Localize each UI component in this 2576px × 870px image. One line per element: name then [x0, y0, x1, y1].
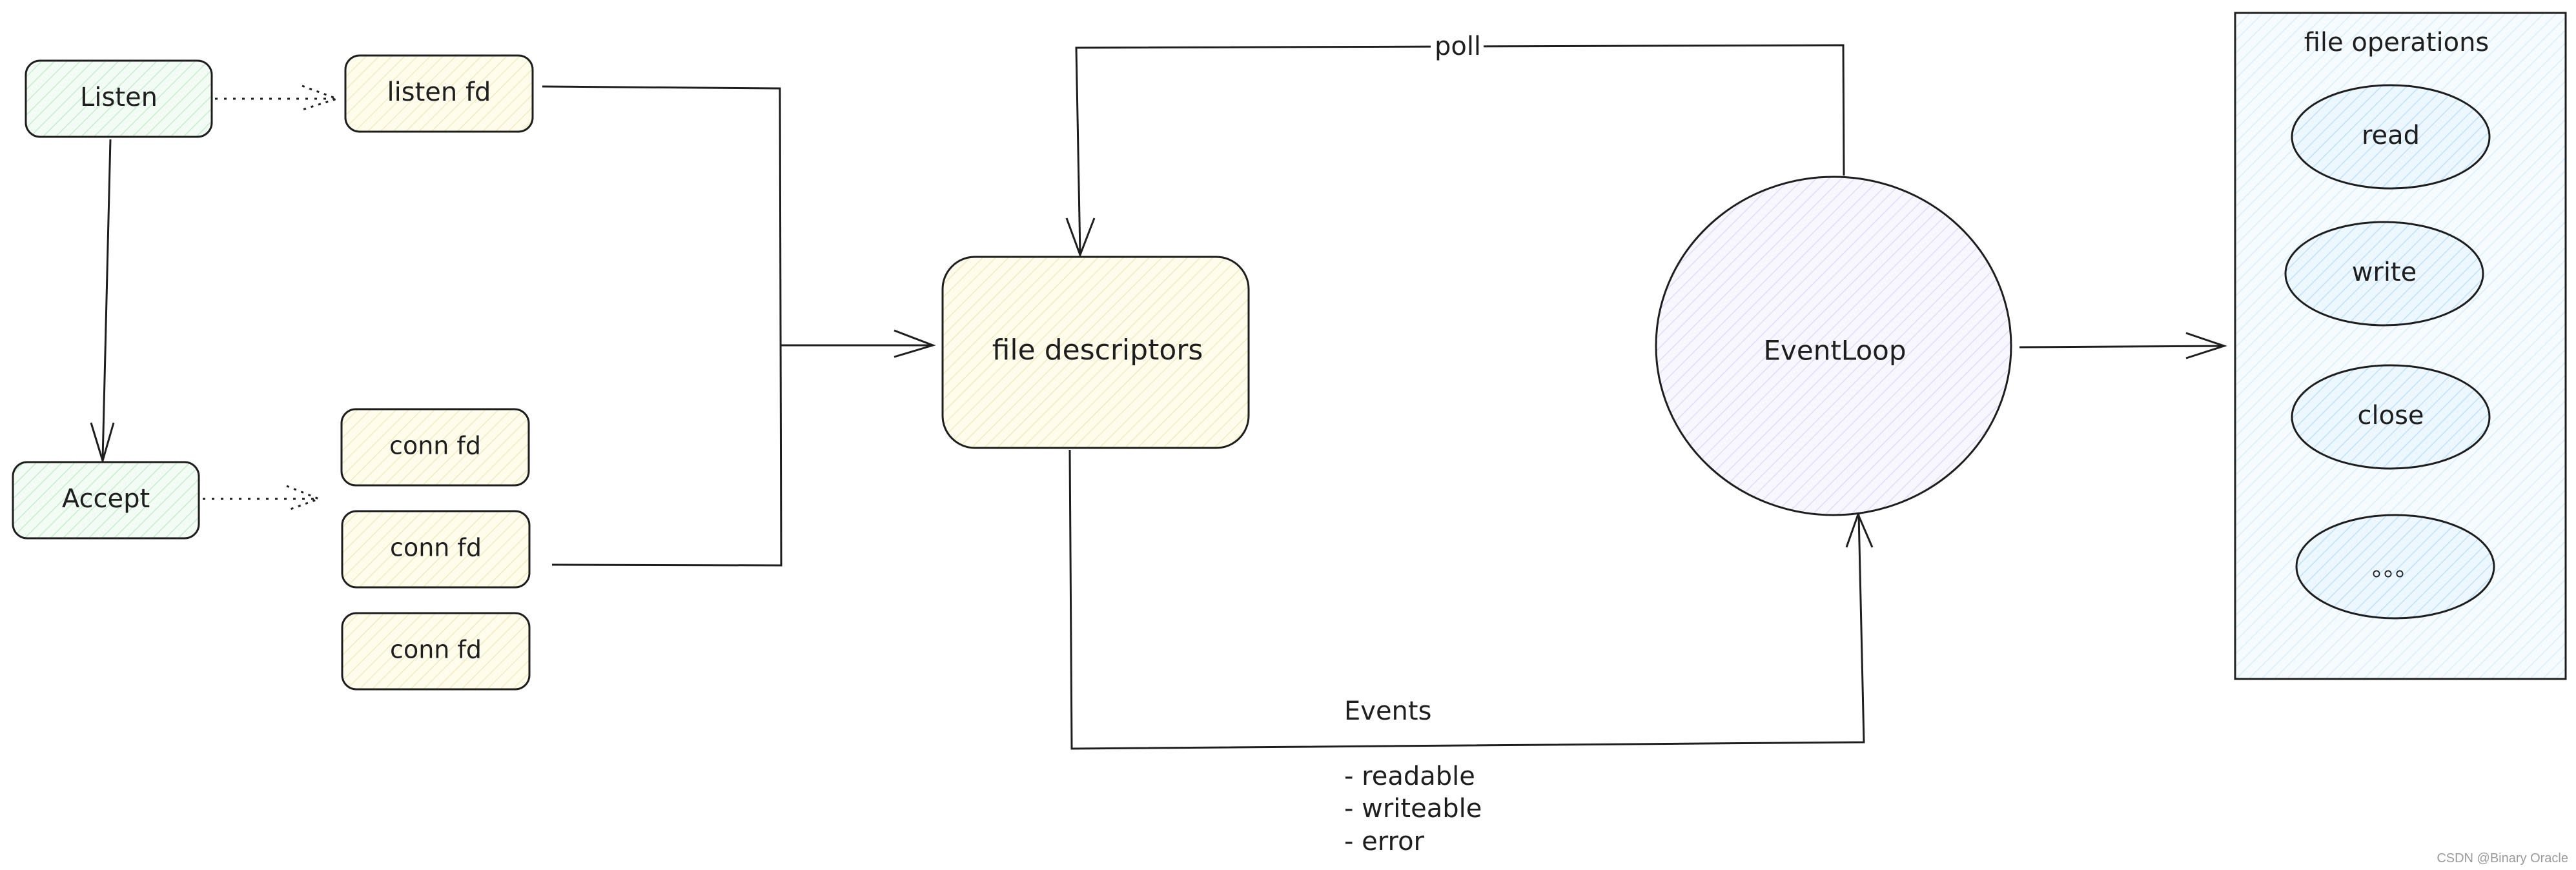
- close-op-label: close: [2357, 401, 2424, 430]
- eventloop-label: EventLoop: [1763, 335, 1906, 367]
- more-ops-ellipse: [2295, 514, 2495, 620]
- listen-label: Listen: [80, 83, 158, 112]
- conn-fd-label-1: conn fd: [389, 432, 481, 460]
- poll-label: poll: [1435, 32, 1481, 61]
- close-op-ellipse: [2291, 364, 2491, 470]
- file-operations-title: file operations: [2304, 28, 2489, 57]
- read-op-label: read: [2362, 121, 2420, 150]
- events-title: Events: [1344, 696, 1431, 726]
- listen-to-accept-arrow: [90, 139, 115, 465]
- event-readable-label: - readable: [1344, 762, 1475, 791]
- eventloop-node: EventLoop: [1655, 176, 2012, 516]
- conn-fd-node-1: conn fd: [340, 408, 530, 487]
- eventloop-to-operations-arrow: [2019, 332, 2227, 359]
- file-descriptors-label: file descriptors: [992, 334, 1203, 367]
- conn-fd-label-2: conn fd: [390, 534, 482, 562]
- conn-fd-label-3: conn fd: [390, 636, 482, 664]
- conn-fd-node-3: conn fd: [341, 612, 531, 691]
- listen-to-listen-fd-arrow: [215, 85, 340, 111]
- event-writeable-label: - writeable: [1344, 794, 1482, 824]
- read-op-ellipse: [2291, 84, 2491, 190]
- accept-node: Accept: [12, 461, 200, 540]
- file-operations-panel: file operations read write close 。。。: [2234, 12, 2567, 680]
- write-op-ellipse: [2284, 221, 2484, 327]
- listen-fd-node: listen fd: [344, 54, 534, 133]
- accept-label: Accept: [62, 484, 150, 514]
- watermark-text: CSDN @Binary Oracle: [2437, 851, 2568, 865]
- conn-fd-node-2: conn fd: [341, 510, 531, 589]
- file-descriptors-node: file descriptors: [941, 256, 1250, 449]
- listen-node: Listen: [25, 59, 213, 138]
- more-ops-label: 。。。: [2372, 555, 2418, 582]
- write-op-label: write: [2352, 258, 2417, 287]
- poll-label-group: poll: [1431, 31, 1484, 63]
- accept-to-conn-fd-arrow: [203, 485, 322, 512]
- event-error-label: - error: [1344, 827, 1425, 856]
- listen-fd-label: listen fd: [387, 77, 491, 107]
- fds-to-file-descriptors-arrow: [542, 85, 936, 567]
